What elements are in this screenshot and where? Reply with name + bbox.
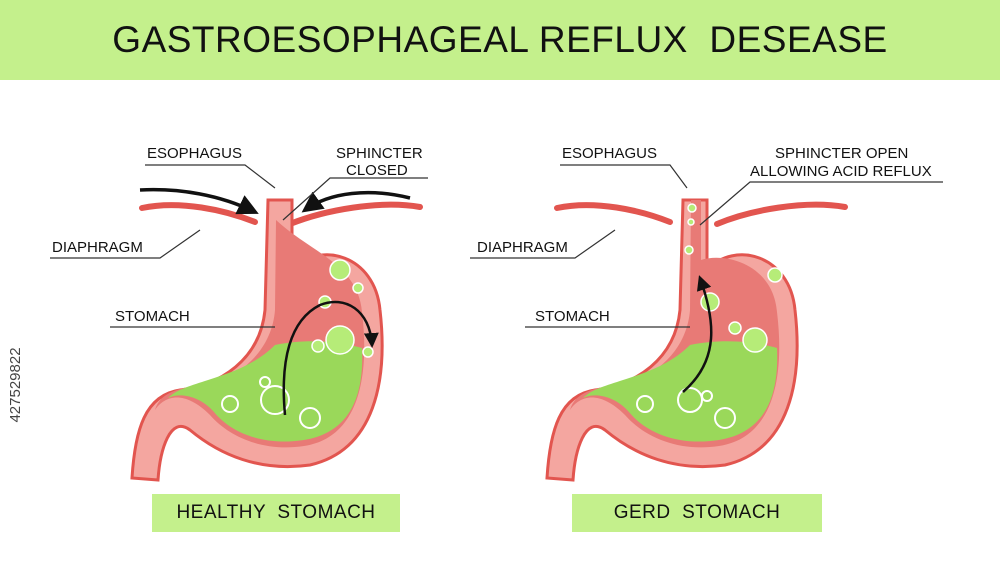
arrow-right — [301, 190, 411, 213]
leader-diaphragm — [470, 229, 616, 259]
label-sphincter-2: ALLOWING ACID REFLUX — [750, 163, 932, 180]
leader-sphincter — [282, 177, 428, 221]
diaphragm-left — [139, 202, 258, 225]
acid-bubbles — [684, 203, 783, 353]
leader-sphincter — [699, 181, 943, 226]
diaphragm-right — [287, 201, 423, 227]
leader-esophagus — [145, 164, 276, 189]
label-stomach: STOMACH — [115, 308, 190, 325]
gerd-panel: ESOPHAGUS SPHINCTER OPEN ALLOWING ACID R… — [470, 145, 943, 482]
page-title: GASTROESOPHAGEAL REFLUX DESEASE — [112, 19, 888, 60]
label-sphincter-2: CLOSED — [346, 162, 408, 179]
label-diaphragm: DIAPHRAGM — [52, 239, 143, 256]
arrow-left — [139, 187, 259, 215]
label-sphincter-1: SPHINCTER — [336, 145, 423, 162]
healthy-caption-text: HEALTHY STOMACH — [176, 502, 376, 523]
label-stomach: STOMACH — [535, 308, 610, 325]
label-esophagus: ESOPHAGUS — [147, 145, 242, 162]
healthy-caption: HEALTHY STOMACH — [152, 494, 400, 532]
acid-bubbles — [311, 259, 374, 358]
diaphragm-right — [714, 201, 848, 227]
reflux-arrow — [682, 275, 713, 393]
acid-rings — [221, 376, 321, 429]
label-esophagus: ESOPHAGUS — [562, 145, 657, 162]
gerd-caption-text: GERD STOMACH — [613, 502, 781, 523]
leader-diaphragm — [50, 229, 201, 259]
gerd-caption: GERD STOMACH — [572, 494, 822, 532]
title-banner: GASTROESOPHAGEAL REFLUX DESEASE — [0, 0, 1000, 80]
leader-esophagus — [560, 164, 688, 189]
stomach-acid — [583, 341, 778, 442]
diaphragm-left — [554, 202, 673, 225]
healthy-panel: ESOPHAGUS SPHINCTER CLOSED DIAPHRAGM STO… — [50, 145, 428, 482]
label-sphincter-1: SPHINCTER OPEN — [775, 145, 908, 162]
acid-rings — [636, 387, 736, 429]
label-diaphragm: DIAPHRAGM — [477, 239, 568, 256]
circulation-arrow — [282, 300, 379, 416]
